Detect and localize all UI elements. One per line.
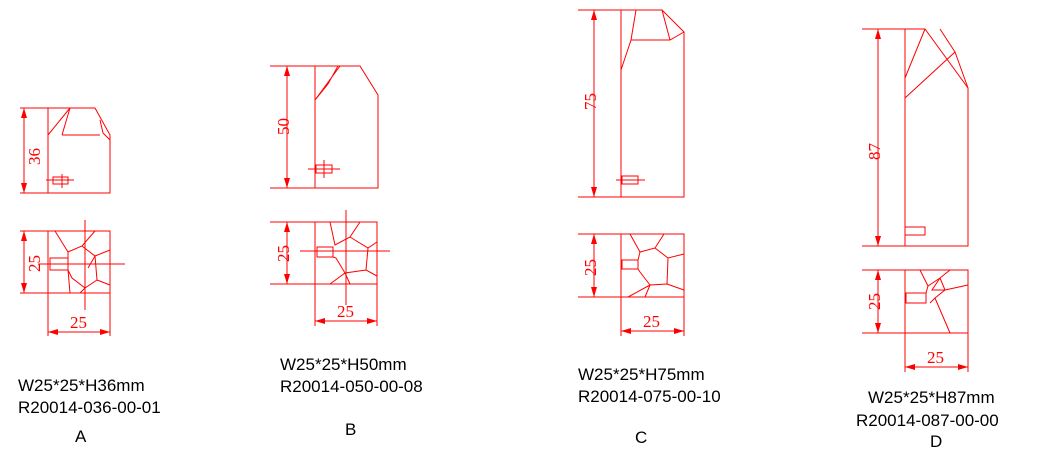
- top-view-d: 25 25: [862, 269, 969, 372]
- drawing-d: 87 25 25: [862, 28, 969, 372]
- letter-c: C: [635, 428, 648, 447]
- side-view-d: 87: [862, 28, 969, 247]
- caption-part-b: R20014-050-00-08: [280, 377, 423, 396]
- top-view-a: 25 25: [20, 220, 125, 336]
- caption-size-c: W25*25*H75mm: [578, 365, 705, 384]
- top-view-b: 25 25: [270, 210, 390, 326]
- width-dim-c: 25: [643, 312, 660, 331]
- side-view-a: 36: [20, 107, 111, 194]
- caption-part-a: R20014-036-00-01: [18, 398, 161, 417]
- side-dim-c: 25: [581, 259, 600, 276]
- height-dim-b: 50: [274, 118, 293, 135]
- letter-a: A: [75, 427, 87, 446]
- caption-part-d: R20014-087-00-00: [856, 411, 999, 430]
- side-dim-a: 25: [25, 255, 44, 272]
- height-dim-c: 75: [581, 93, 600, 110]
- height-dim-d: 87: [865, 143, 884, 161]
- letter-b: B: [345, 420, 357, 439]
- width-dim-b: 25: [337, 302, 354, 321]
- drawing-b: 50 25 25: [270, 65, 390, 326]
- top-view-c: 25 25: [578, 233, 685, 336]
- height-dim-a: 36: [25, 148, 44, 165]
- drawing-c: 75 25 25: [578, 9, 685, 336]
- caption-part-c: R20014-075-00-10: [578, 387, 721, 406]
- side-view-b: 50: [270, 65, 379, 189]
- side-dim-b: 25: [274, 245, 293, 262]
- caption-size-d: W25*25*H87mm: [868, 388, 995, 407]
- side-view-c: 75: [578, 9, 685, 198]
- caption-size-a: W25*25*H36mm: [18, 376, 145, 395]
- width-dim-d: 25: [927, 348, 944, 367]
- drawing-a: 36 25 25: [20, 107, 125, 336]
- letter-d: D: [930, 432, 943, 450]
- caption-size-b: W25*25*H50mm: [280, 355, 407, 374]
- width-dim-a: 25: [70, 313, 87, 332]
- side-dim-d: 25: [865, 293, 884, 310]
